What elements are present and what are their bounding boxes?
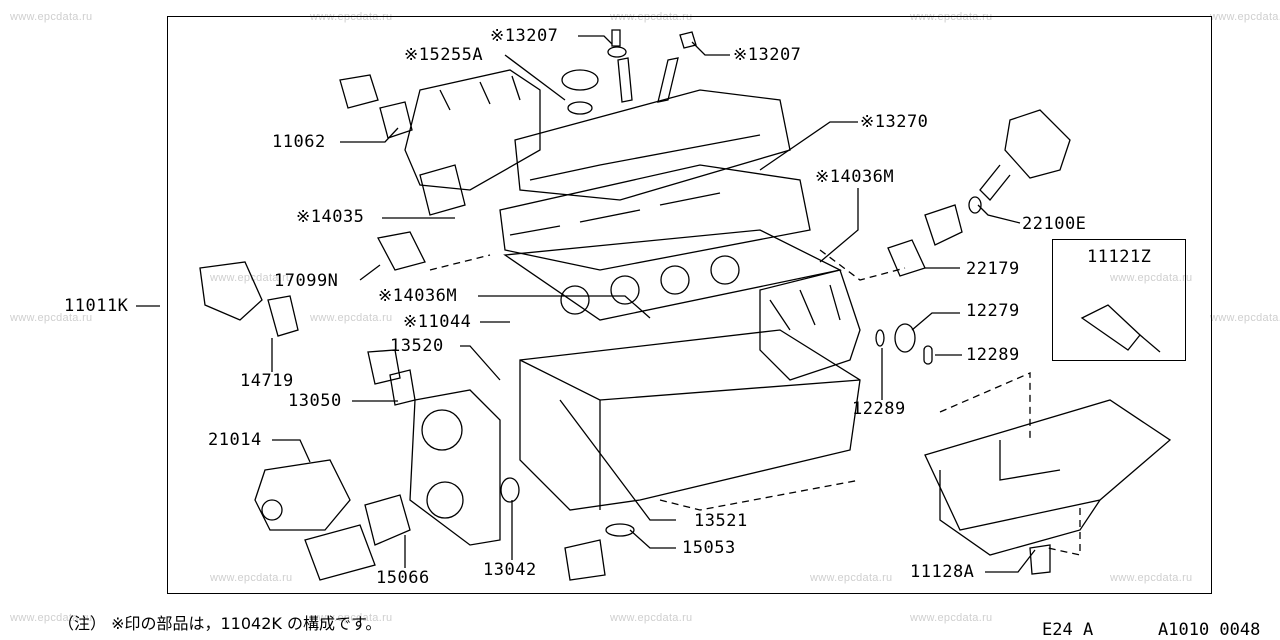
watermark: www.epcdata.ru [310,612,393,624]
part-13521: 13521 [694,511,748,531]
watermark: www.epcdata.ru [1110,572,1193,584]
watermark: www.epcdata.ru [1210,11,1280,23]
watermark: www.epcdata.ru [210,272,293,284]
cylinder-block [503,229,861,511]
kit-part-number: 11121Z [1087,247,1152,267]
part-13042: 13042 [483,560,537,580]
part-21014: 21014 [208,430,262,450]
watermark: www.epcdata.ru [1210,312,1280,324]
sealant-kit-box: 11121Z [1052,239,1186,361]
part-15255a: ※15255A [404,45,484,65]
part-15053: 15053 [682,538,736,558]
part-14036m-top: ※14036M [815,167,895,187]
watermark: www.epcdata.ru [310,312,393,324]
part-11128a: 11128A [910,562,975,582]
part-13270: ※13270 [860,112,929,132]
part-11044: ※11044 [403,312,472,332]
part-12289-right: 12289 [966,345,1020,365]
intake-manifold [404,69,541,216]
exhaust-manifold [759,269,861,381]
sealant-tube-icon [1080,304,1161,353]
watermark: www.epcdata.ru [10,312,93,324]
watermark: www.epcdata.ru [810,572,893,584]
part-14719: 14719 [240,371,294,391]
part-13050: 13050 [288,391,342,411]
section-code: E24 A [1042,620,1094,640]
oil-pump [304,494,411,581]
part-13207-right: ※13207 [733,45,802,65]
part-15066: 15066 [376,568,430,588]
part-13520: 13520 [390,336,444,356]
part-13207-top: ※13207 [490,26,559,46]
water-pump [254,459,351,531]
watermark: www.epcdata.ru [310,11,393,23]
part-22179: 22179 [966,259,1020,279]
cylinder-head [499,89,811,271]
part-17099n: 17099N [274,271,339,291]
watermark: www.epcdata.ru [610,612,693,624]
part-11011k: 11011K [64,296,129,316]
part-14035: ※14035 [296,207,365,227]
diagram-frame [167,16,1212,594]
watermark: www.epcdata.ru [210,572,293,584]
part-22100e: 22100E [1022,214,1087,234]
watermark: www.epcdata.ru [910,11,993,23]
distributor [887,109,1071,277]
small-parts [199,29,1051,581]
reference-code: A1010 0048 [1158,620,1261,640]
leader-lines [136,35,1036,573]
watermark: www.epcdata.ru [910,612,993,624]
watermark: www.epcdata.ru [10,11,93,23]
part-11062: 11062 [272,132,326,152]
footnote: （注） ※印の部品は，11042K の構成です。 [58,614,382,633]
part-12279: 12279 [966,301,1020,321]
watermark: www.epcdata.ru [1110,272,1193,284]
oil-pan [924,399,1172,556]
part-14036m-mid: ※14036M [378,286,458,306]
timing-cover [409,389,501,546]
watermark: www.epcdata.ru [10,612,93,624]
watermark: www.epcdata.ru [610,11,693,23]
part-12289-low: 12289 [852,399,906,419]
